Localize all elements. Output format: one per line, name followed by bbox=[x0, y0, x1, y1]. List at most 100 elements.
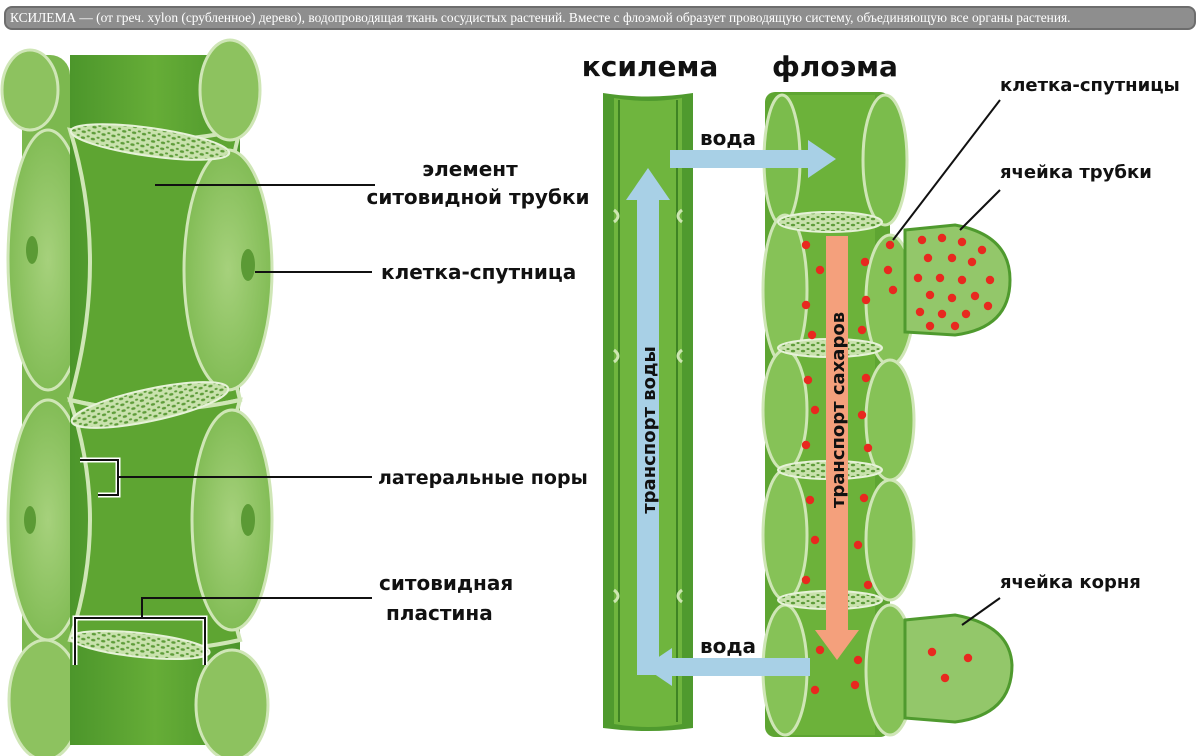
water-arrow-shaft bbox=[670, 150, 810, 168]
sugar-molecule-dot bbox=[853, 540, 863, 550]
sugar-dots bbox=[801, 233, 995, 695]
sugar-molecule-dot bbox=[801, 440, 811, 450]
sugar-molecule-dot bbox=[859, 493, 869, 503]
label-sugar-transport: транспорт сахаров bbox=[828, 312, 849, 508]
sieve-plate bbox=[70, 381, 230, 429]
sugar-molecule-dot bbox=[885, 240, 895, 250]
label-companion-cell: клетка-спутница bbox=[381, 260, 576, 284]
sugar-molecule-dot bbox=[925, 321, 935, 331]
sugar-molecule-dot bbox=[935, 273, 945, 283]
companion-cell-left-top bbox=[0, 48, 60, 132]
label-water-top: вода bbox=[700, 126, 756, 150]
label-lateral-pores: латеральные поры bbox=[378, 467, 588, 489]
sugar-molecule-dot bbox=[863, 580, 873, 590]
sugar-molecule-dot bbox=[861, 295, 871, 305]
sugar-molecule-dot bbox=[947, 253, 957, 263]
sugar-molecule-dot bbox=[801, 240, 811, 250]
root-cell-body bbox=[903, 613, 1014, 724]
sugar-molecule-dot bbox=[937, 233, 947, 243]
label-water-transport: транспорт воды bbox=[639, 346, 660, 514]
sugar-molecule-dot bbox=[861, 373, 871, 383]
sugar-molecule-dot bbox=[815, 265, 825, 275]
caption-banner: КСИЛЕМА — (от греч. xylon (срубленное) д… bbox=[4, 6, 1196, 30]
left-phloem-illustration bbox=[0, 38, 375, 756]
sugar-molecule-dot bbox=[985, 275, 995, 285]
sugar-molecule-dot bbox=[863, 443, 873, 453]
sieve-plate bbox=[777, 211, 883, 233]
pointer-line bbox=[959, 189, 1001, 231]
sugar-molecule-dot bbox=[977, 245, 987, 255]
sugar-molecule-dot bbox=[857, 410, 867, 420]
pointer-line bbox=[961, 597, 1001, 626]
sugar-molecule-dot bbox=[801, 300, 811, 310]
sugar-molecule-dot bbox=[807, 330, 817, 340]
sugar-molecule-dot bbox=[850, 680, 860, 690]
sieve-plate bbox=[69, 630, 211, 660]
sugar-molecule-dot bbox=[913, 273, 923, 283]
water-arrow-shaft bbox=[670, 658, 810, 676]
companion-cell-right-top bbox=[198, 38, 262, 142]
sugar-molecule-dot bbox=[857, 325, 867, 335]
water-transport-shaft bbox=[637, 195, 659, 675]
sugar-molecule-dot bbox=[963, 653, 973, 663]
phloem-cell bbox=[761, 468, 809, 602]
label-sieve-element-line1: элемент bbox=[422, 157, 518, 181]
pointer-line bbox=[141, 597, 372, 618]
label-sieve-plate-line2: пластина bbox=[386, 601, 493, 625]
sugar-molecule-dot bbox=[803, 375, 813, 385]
label-sieve-element-line2: ситовидной трубки bbox=[366, 185, 589, 209]
sugar-molecule-dot bbox=[967, 257, 977, 267]
nucleus-icon bbox=[24, 506, 36, 534]
label-root-cell: ячейка корня bbox=[1000, 572, 1141, 593]
pointer-line bbox=[892, 99, 1001, 241]
sugar-molecule-dot bbox=[888, 285, 898, 295]
sugar-molecule-dot bbox=[915, 307, 925, 317]
companion-cell-right-bottom bbox=[194, 648, 270, 756]
sugar-molecule-dot bbox=[853, 655, 863, 665]
sugar-molecule-dot bbox=[957, 237, 967, 247]
sugar-transport-shaft bbox=[826, 236, 848, 636]
label-companion-cells: клетка-спутницы bbox=[1000, 75, 1180, 96]
sugar-molecule-dot bbox=[925, 290, 935, 300]
plate-bracket bbox=[74, 617, 206, 665]
water-arrow-head bbox=[808, 140, 836, 178]
sugar-transport-head bbox=[815, 630, 859, 660]
sugar-molecule-dot bbox=[810, 405, 820, 415]
sugar-molecule-dot bbox=[957, 275, 967, 285]
water-transport-head bbox=[626, 168, 670, 200]
phloem-cell bbox=[864, 478, 916, 602]
nucleus-icon bbox=[241, 249, 255, 281]
water-arrow-top bbox=[670, 140, 836, 178]
sugar-molecule-dot bbox=[801, 575, 811, 585]
nucleus-icon bbox=[241, 504, 255, 536]
root-cell bbox=[903, 613, 1014, 724]
sugar-molecule-dot bbox=[917, 235, 927, 245]
phloem-cell bbox=[861, 93, 909, 227]
sugar-molecule-dot bbox=[860, 257, 870, 267]
label-water-bottom: вода bbox=[700, 634, 756, 658]
label-sieve-plate-line1: ситовидная bbox=[379, 571, 513, 595]
phloem-cell bbox=[864, 358, 916, 482]
sugar-molecule-dot bbox=[923, 253, 933, 263]
sugar-molecule-dot bbox=[983, 301, 993, 311]
sugar-molecule-dot bbox=[805, 495, 815, 505]
sugar-molecule-dot bbox=[961, 309, 971, 319]
sugar-molecule-dot bbox=[940, 673, 950, 683]
sugar-molecule-dot bbox=[883, 265, 893, 275]
xylem-pits bbox=[613, 208, 683, 604]
phloem-cell bbox=[761, 348, 809, 472]
sugar-molecule-dot bbox=[950, 321, 960, 331]
title-xylem: ксилема bbox=[582, 50, 719, 83]
title-phloem: флоэма bbox=[772, 50, 898, 83]
label-tube-cell: ячейка трубки bbox=[1000, 162, 1152, 183]
sugar-molecule-dot bbox=[810, 685, 820, 695]
nucleus-icon bbox=[26, 236, 38, 264]
sugar-transport-arrow bbox=[815, 236, 859, 660]
companion-cell-right-2 bbox=[190, 408, 274, 632]
sugar-molecule-dot bbox=[927, 647, 937, 657]
sugar-molecule-dot bbox=[815, 645, 825, 655]
sieve-plate bbox=[69, 123, 231, 161]
sugar-molecule-dot bbox=[810, 535, 820, 545]
sugar-molecule-dot bbox=[947, 293, 957, 303]
